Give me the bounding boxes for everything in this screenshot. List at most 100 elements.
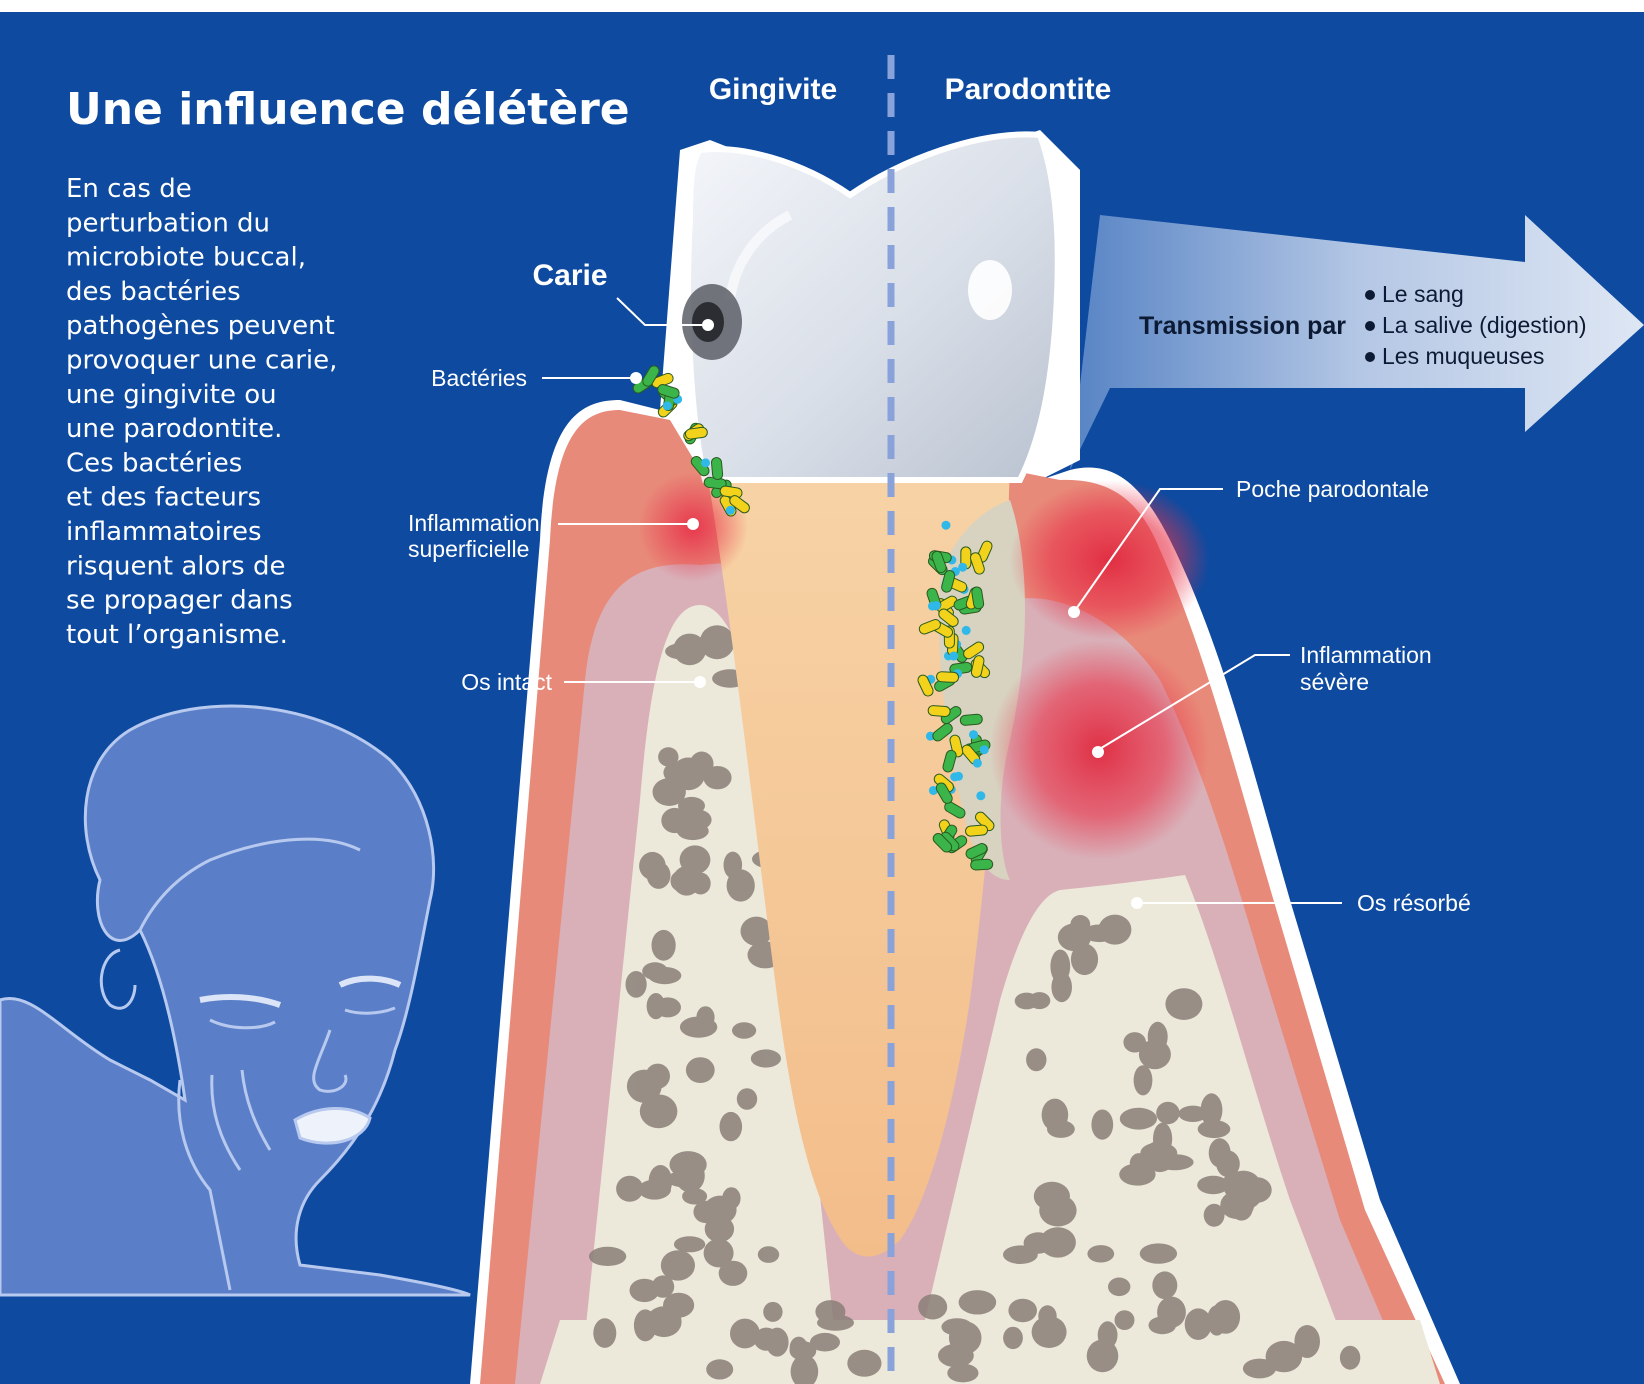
- leader-lines: [542, 297, 1342, 904]
- intro-line: En cas de: [66, 174, 192, 204]
- bone-pore: [626, 1069, 662, 1103]
- bone-pore: [947, 1363, 979, 1383]
- bone-pore: [703, 1195, 737, 1225]
- bacterium: [942, 749, 957, 773]
- person-toothache-icon: [0, 704, 471, 1297]
- bone-pore: [646, 1306, 682, 1338]
- bone-pore: [1097, 1321, 1118, 1349]
- bacterium: [958, 562, 968, 572]
- bone-pore: [1114, 1310, 1135, 1330]
- bullet-dot-icon: [1365, 290, 1375, 300]
- intro-line: provoquer une carie,: [66, 346, 337, 376]
- bone-pore: [651, 1275, 675, 1298]
- bacterium: [917, 674, 934, 697]
- bacterium: [969, 552, 985, 575]
- bone-pore: [673, 1236, 706, 1253]
- bacterium: [657, 383, 680, 399]
- bone-pore: [1165, 988, 1203, 1020]
- bone-pore: [753, 1327, 780, 1351]
- bone-pore: [740, 916, 773, 946]
- bone-pore: [593, 1318, 617, 1348]
- bone-pore: [757, 1246, 780, 1263]
- bone-pore: [1339, 1345, 1361, 1370]
- bone-pore: [1138, 1039, 1171, 1070]
- bone-pore: [639, 1094, 678, 1129]
- page-title: Une influence délétère: [66, 84, 630, 135]
- intro-line: se propager dans: [66, 586, 293, 616]
- bacterium: [928, 785, 938, 795]
- bacterium: [684, 426, 708, 440]
- bone-pore: [658, 747, 679, 767]
- bacterium: [729, 495, 750, 514]
- intro-line: perturbation du: [66, 208, 270, 238]
- intro-line: une gingivite ou: [66, 380, 277, 410]
- bacterium: [932, 723, 953, 742]
- bone-pore: [1014, 992, 1039, 1010]
- bacterium: [969, 730, 979, 740]
- label-inflammation-severe-1: Inflammation: [1300, 642, 1432, 668]
- bone-pore: [679, 845, 711, 875]
- bone-pore: [718, 1260, 748, 1286]
- bullet-dot-icon: [1365, 352, 1375, 362]
- bone-pore: [732, 1022, 757, 1039]
- bone-pore: [790, 1354, 819, 1384]
- bacterium: [932, 832, 953, 853]
- bone-pore: [651, 929, 676, 961]
- bone-pore: [1156, 1101, 1180, 1125]
- plaque-deposit: [938, 500, 1025, 880]
- bacterium: [972, 758, 982, 768]
- bacterium: [950, 772, 960, 782]
- bacterium: [970, 858, 994, 871]
- bone-pore: [1108, 1277, 1131, 1297]
- transmission-heading: Transmission par: [1139, 312, 1346, 340]
- bone-pore: [726, 869, 755, 902]
- bone-pore: [1152, 1271, 1178, 1300]
- bacterium: [944, 801, 966, 819]
- bone-pore: [1203, 1203, 1225, 1227]
- intro-line: tout l’organisme.: [66, 620, 288, 650]
- bone-pore: [616, 1175, 644, 1202]
- tooth-root: [705, 460, 1010, 1257]
- bacterium: [918, 619, 941, 635]
- bone-pore: [918, 1294, 948, 1320]
- bone-pore: [1148, 1316, 1177, 1335]
- bacterium: [701, 458, 711, 468]
- transmission-item: La salive (digestion): [1382, 312, 1587, 338]
- bacterium: [965, 843, 988, 860]
- label-poche-parodontale: Poche parodontale: [1236, 476, 1429, 502]
- bacterium: [949, 651, 959, 661]
- bacterium: [976, 791, 986, 801]
- bone-pore: [817, 1314, 854, 1331]
- bone-pore: [1087, 1245, 1115, 1263]
- bacterium: [963, 641, 985, 660]
- label-carie: Carie: [532, 259, 607, 292]
- bone-pore: [1223, 1170, 1242, 1199]
- bacterium: [970, 655, 985, 678]
- bacterium: [961, 625, 971, 635]
- bone-pore: [703, 1238, 734, 1268]
- bone-pore: [789, 1341, 817, 1361]
- bone-pore: [736, 1088, 758, 1110]
- bone-pore: [958, 1290, 997, 1315]
- label-os-intact: Os intact: [461, 669, 552, 695]
- bacterium: [979, 745, 989, 755]
- bone-pore: [1200, 1093, 1223, 1127]
- bone-pore: [1178, 1105, 1208, 1123]
- bone-pore: [1008, 1298, 1037, 1323]
- bone-pore: [1242, 1358, 1277, 1379]
- bone-pore: [1039, 1227, 1076, 1258]
- bacterium: [725, 505, 735, 515]
- bacterium: [965, 824, 989, 837]
- bacterium: [719, 485, 743, 499]
- bone-pore: [810, 1332, 840, 1352]
- bacterium: [927, 705, 951, 717]
- bone-pore: [682, 1188, 708, 1205]
- intro-line: une parodontite.: [66, 414, 282, 444]
- bone-pore: [699, 625, 735, 660]
- bacterium: [642, 365, 660, 387]
- bacterium: [935, 782, 953, 804]
- bone-pore: [669, 1151, 707, 1179]
- bone-pore: [730, 1318, 760, 1349]
